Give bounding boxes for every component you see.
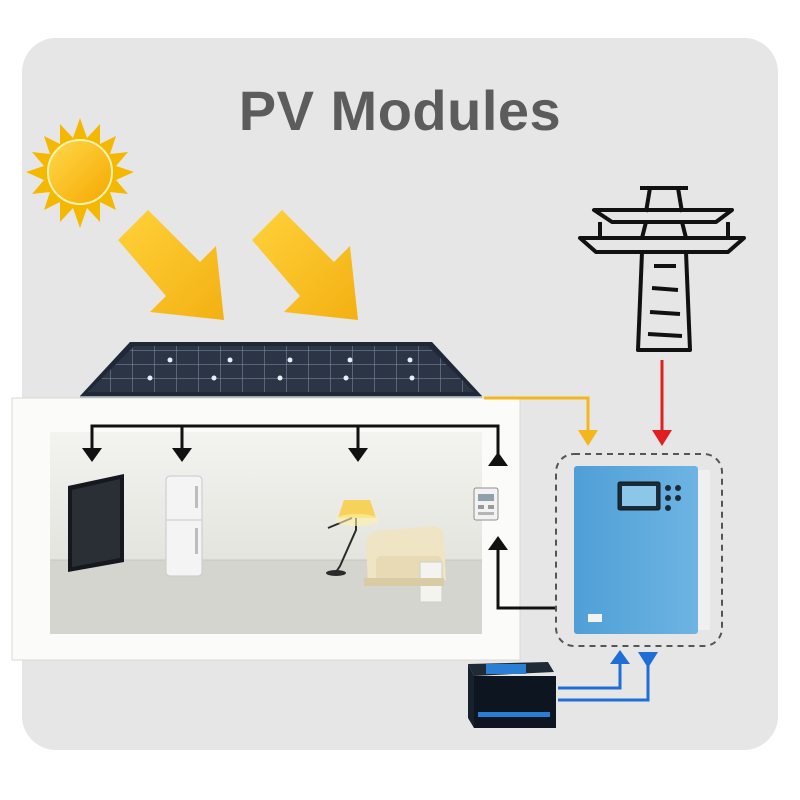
refrigerator-icon (165, 475, 203, 577)
solar-wiring (484, 396, 598, 446)
sunlight-arrow-icon (252, 210, 358, 320)
load-wiring (90, 424, 556, 610)
arrow-up-icon (610, 650, 630, 664)
floor-lamp-icon (326, 500, 379, 576)
load-arrows (82, 448, 508, 550)
page-title: PV Modules (238, 79, 562, 142)
battery-wiring (558, 662, 650, 702)
sofa-icon (364, 526, 446, 603)
solar-panel-icon (80, 342, 482, 402)
arrow-up-icon (488, 452, 508, 466)
sun-icon (26, 118, 134, 228)
hybrid-inverter-icon (555, 453, 723, 647)
arrow-down-icon (348, 448, 368, 462)
arrow-down-icon (172, 448, 192, 462)
energy-meter-icon (473, 487, 499, 521)
arrow-down-icon (638, 652, 658, 668)
tv-icon (68, 474, 124, 572)
sunlight-arrow-icon (118, 210, 224, 320)
grid-wiring (652, 360, 672, 446)
battery-arrows (610, 650, 658, 668)
arrow-up-icon (488, 536, 508, 550)
battery-icon (468, 662, 556, 728)
transmission-tower-icon (578, 186, 746, 352)
arrow-down-icon (82, 448, 102, 462)
